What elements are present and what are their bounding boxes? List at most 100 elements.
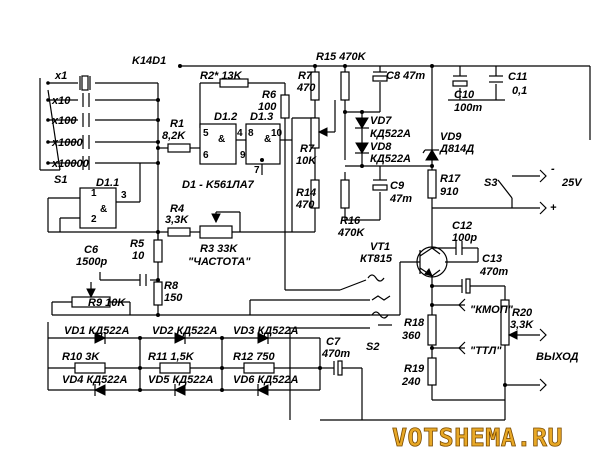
label-c10: C10 — [454, 89, 475, 101]
diode-vd1 — [94, 332, 107, 344]
capacitor-x100 — [82, 113, 90, 127]
diode-vd7 — [355, 117, 369, 129]
label-25v: 25V — [561, 177, 583, 189]
label-d13: D1.3 — [250, 111, 273, 123]
pin-7: 7 — [254, 165, 260, 176]
label-r19-value: 240 — [401, 376, 421, 388]
label-x10: x10 — [51, 95, 71, 107]
label-s3: S3 — [484, 177, 497, 189]
label-vd9: VD9 — [440, 131, 462, 143]
label-x1000: x1000 — [51, 137, 83, 149]
capacitor-c10 — [452, 75, 468, 87]
gate-d13-symbol: & — [264, 134, 271, 145]
diode-vd5 — [173, 384, 186, 396]
label-r16: R16 — [340, 215, 361, 227]
diodes — [93, 117, 439, 396]
label-c12-value: 100p — [452, 232, 477, 244]
label-s2: S2 — [366, 341, 379, 353]
label-r5-value: 10 — [132, 250, 145, 262]
resistor-r12 — [243, 362, 275, 374]
label-kmop: "КМОП" — [470, 304, 514, 316]
resistor-r7-pot — [310, 117, 320, 149]
label-r4: R4 — [170, 203, 184, 215]
label-r17: R17 — [440, 173, 461, 185]
pin-10: 10 — [271, 128, 283, 139]
label-r6: R6 — [262, 89, 277, 101]
label-c11-value: 0,1 — [512, 85, 527, 97]
label-c7: C7 — [326, 336, 341, 348]
resistor-r5 — [153, 239, 163, 263]
capacitor-x10 — [82, 93, 90, 107]
capacitor-c9 — [372, 179, 388, 191]
resistors — [71, 71, 510, 386]
label-r16-value: 470K — [337, 227, 365, 239]
resistor-r18 — [427, 314, 437, 346]
label-r3: R3 33K — [200, 243, 238, 255]
pin-3: 3 — [121, 190, 127, 201]
label-c6: C6 — [84, 244, 99, 256]
label-out: ВЫХОД — [536, 351, 579, 363]
capacitor-x10000 — [82, 156, 90, 170]
pin-2: 2 — [91, 214, 97, 225]
resistor-r7-top — [310, 71, 320, 101]
label-vd2: VD2 КД522А — [152, 325, 218, 337]
labels: K14D1 x1 x10 x100 x1000 x10000 S1 D1.1 1… — [51, 51, 583, 388]
resistor-r17 — [427, 169, 437, 199]
label-r7-pot-value: 10K — [296, 155, 317, 167]
pin-5: 5 — [203, 128, 209, 139]
label-vd5: VD5 КД522А — [148, 374, 214, 386]
diode-vd4 — [93, 384, 106, 396]
zener-vd9 — [422, 149, 439, 161]
label-r1-value: 8,2K — [162, 130, 186, 142]
label-r5: R5 — [130, 238, 145, 250]
resistor-r15 — [340, 71, 350, 101]
diode-vd3 — [257, 332, 270, 344]
label-vd9-value: Д814Д — [439, 143, 474, 155]
label-ttl: "ТТЛ" — [470, 345, 502, 357]
label-r17-value: 910 — [440, 186, 459, 198]
label-x10000: x10000 — [51, 158, 90, 170]
pot-wipers — [86, 127, 518, 340]
transistor-vt1 — [416, 246, 448, 278]
label-r4-value: 3,3K — [165, 214, 189, 226]
capacitor-c7 — [333, 360, 343, 376]
label-c13: C13 — [482, 253, 502, 265]
label-r14: R14 — [296, 187, 316, 199]
resistor-r8 — [153, 281, 163, 306]
label-vd6: VD6 КД522А — [233, 374, 299, 386]
label-c6-value: 1500p — [76, 256, 107, 268]
label-r9: R9 10K — [88, 297, 126, 309]
label-x1: x1 — [54, 70, 67, 82]
watermark: VOTSHEMA.RU — [392, 423, 563, 452]
label-r12: R12 750 — [233, 351, 275, 363]
label-d1-type: D1 - K561ЛА7 — [182, 179, 255, 191]
label-c12: C12 — [452, 220, 472, 232]
label-r10: R10 3K — [62, 351, 100, 363]
connectors — [458, 169, 547, 392]
label-r11: R11 1,5K — [148, 351, 195, 363]
label-vd7-value: КД522А — [370, 128, 411, 140]
capacitor-c13 — [461, 278, 471, 294]
capacitor-x1 — [79, 75, 91, 91]
label-c9-value: 47m — [389, 193, 412, 205]
pin-8: 8 — [248, 128, 254, 139]
label-plus: + — [550, 202, 557, 214]
label-r20: R20 — [512, 307, 533, 319]
label-vd8: VD8 — [370, 141, 392, 153]
gate-d11-symbol: & — [100, 204, 107, 215]
resistor-r2 — [219, 78, 249, 88]
label-d12: D1.2 — [214, 111, 237, 123]
label-c8: C8 47m — [386, 70, 425, 82]
capacitors — [139, 71, 503, 376]
switch-s2 — [339, 274, 392, 329]
label-vt1: VT1 — [370, 241, 390, 253]
pin-9: 9 — [240, 150, 246, 161]
diode-vd6 — [256, 384, 269, 396]
label-r2: R2* 13K — [200, 70, 243, 82]
label-r19: R19 — [404, 363, 425, 375]
label-title: K14D1 — [132, 55, 166, 67]
label-r6-value: 100 — [258, 101, 277, 113]
label-s1: S1 — [54, 174, 67, 186]
label-r8-value: 150 — [164, 292, 183, 304]
